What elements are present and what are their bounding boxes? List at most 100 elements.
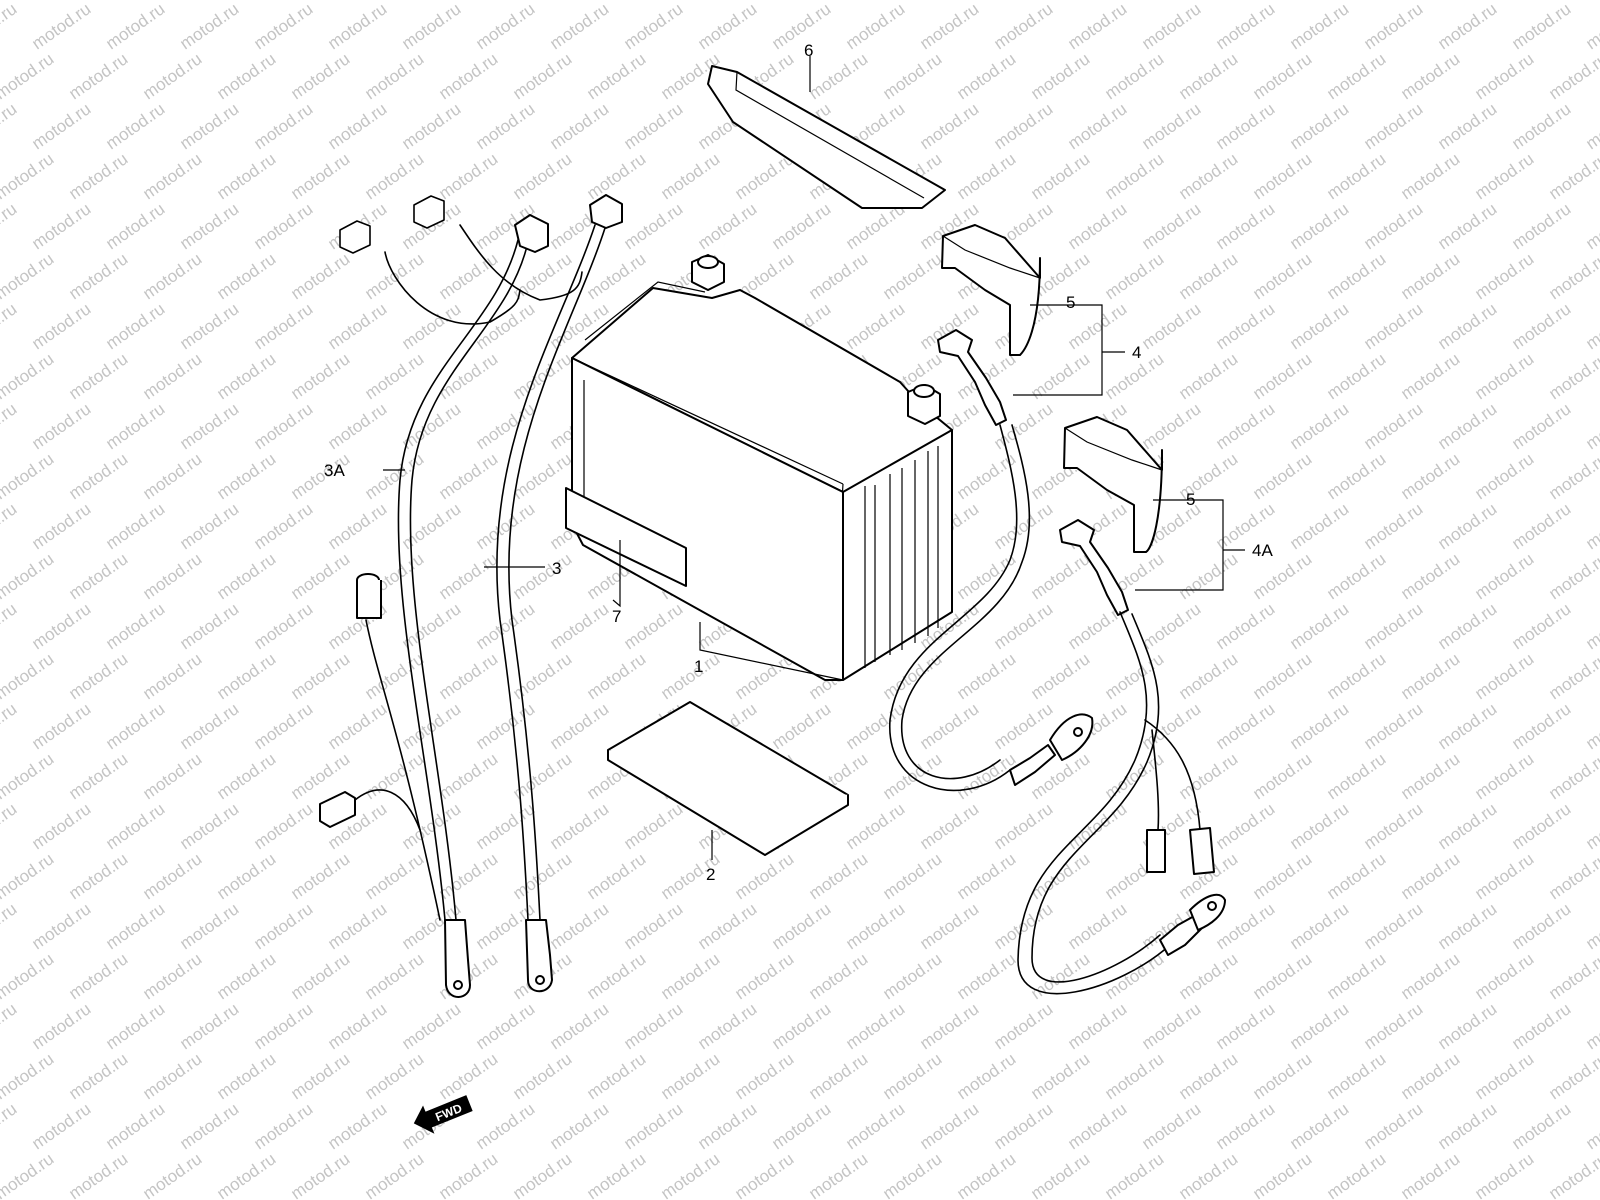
callout-4: 4 <box>1132 343 1141 362</box>
watermark-text: motod.ru <box>1508 399 1574 453</box>
watermark-text: motod.ru <box>139 449 205 503</box>
watermark-text: motod.ru <box>583 49 649 103</box>
watermark-text: motod.ru <box>953 1049 1019 1103</box>
watermark-text: motod.ru <box>102 99 168 153</box>
cable-4[interactable] <box>889 329 1094 792</box>
cable-4a[interactable] <box>1017 519 1226 995</box>
watermark-text: motod.ru <box>250 899 316 953</box>
watermark-text: motod.ru <box>1286 499 1352 553</box>
watermark-text: motod.ru <box>657 0 723 3</box>
watermark-text: motod.ru <box>805 849 871 903</box>
watermark-text: motod.ru <box>1101 249 1167 303</box>
watermark-text: motod.ru <box>1397 849 1463 903</box>
watermark-text: motod.ru <box>1323 949 1389 1003</box>
watermark-text: motod.ru <box>916 99 982 153</box>
watermark-text: motod.ru <box>287 649 353 703</box>
battery[interactable] <box>571 254 953 681</box>
watermark-text: motod.ru <box>472 0 538 53</box>
watermark-text: motod.ru <box>1471 1049 1537 1103</box>
terminal-cap-upper[interactable] <box>941 224 1041 356</box>
watermark-text: motod.ru <box>139 349 205 403</box>
watermark-text: motod.ru <box>546 99 612 153</box>
watermark-text: motod.ru <box>213 1149 279 1200</box>
watermark-text: motod.ru <box>435 349 501 403</box>
watermark-text: motod.ru <box>361 749 427 803</box>
watermark-text: motod.ru <box>139 1049 205 1103</box>
watermark-text: motod.ru <box>1582 999 1600 1053</box>
watermark-text: motod.ru <box>1286 1099 1352 1153</box>
watermark-text: motod.ru <box>1471 349 1537 403</box>
watermark-text: motod.ru <box>213 949 279 1003</box>
watermark-text: motod.ru <box>953 1149 1019 1200</box>
watermark-text: motod.ru <box>65 49 131 103</box>
watermark-text: motod.ru <box>509 1149 575 1200</box>
watermark-text: motod.ru <box>1175 1149 1241 1200</box>
watermark-text: motod.ru <box>1064 999 1130 1053</box>
watermark-text: motod.ru <box>694 999 760 1053</box>
watermark-text: motod.ru <box>1545 49 1600 103</box>
watermark-text: motod.ru <box>28 99 94 153</box>
watermark-text: motod.ru <box>1434 399 1500 453</box>
battery-spacer[interactable] <box>607 701 849 856</box>
battery-band[interactable] <box>707 65 946 209</box>
watermark-text: motod.ru <box>1545 1149 1600 1200</box>
watermark-text: motod.ru <box>287 0 353 3</box>
watermark-text: motod.ru <box>361 349 427 403</box>
watermark-text: motod.ru <box>1582 0 1600 53</box>
watermark-text: motod.ru <box>1027 849 1093 903</box>
watermark-text: motod.ru <box>1175 549 1241 603</box>
watermark-text: motod.ru <box>805 949 871 1003</box>
watermark-text: motod.ru <box>250 999 316 1053</box>
watermark-text: motod.ru <box>1582 199 1600 253</box>
watermark-text: motod.ru <box>1138 199 1204 253</box>
watermark-text: motod.ru <box>768 899 834 953</box>
watermark-text: motod.ru <box>1101 949 1167 1003</box>
watermark-text: motod.ru <box>953 649 1019 703</box>
watermark-text: motod.ru <box>657 149 723 203</box>
watermark-text: motod.ru <box>1323 549 1389 603</box>
watermark-text: motod.ru <box>805 49 871 103</box>
watermark-text: motod.ru <box>213 349 279 403</box>
cable-3a[interactable] <box>319 195 583 998</box>
watermark-text: motod.ru <box>1212 599 1278 653</box>
watermark-text: motod.ru <box>768 999 834 1053</box>
watermark-text: motod.ru <box>1545 449 1600 503</box>
watermark-text: motod.ru <box>879 249 945 303</box>
watermark-text: motod.ru <box>842 899 908 953</box>
watermark-text: motod.ru <box>1286 99 1352 153</box>
watermark-text: motod.ru <box>1323 249 1389 303</box>
watermark-text: motod.ru <box>65 949 131 1003</box>
watermark-text: motod.ru <box>0 249 57 303</box>
watermark-text: motod.ru <box>694 0 760 53</box>
watermark-text: motod.ru <box>1138 0 1204 53</box>
watermark-text: motod.ru <box>879 0 945 3</box>
watermark-text: motod.ru <box>28 899 94 953</box>
watermark-text: motod.ru <box>1249 949 1315 1003</box>
watermark-text: motod.ru <box>1471 449 1537 503</box>
watermark-text: motod.ru <box>1323 349 1389 403</box>
watermark-text: motod.ru <box>768 1099 834 1153</box>
watermark-text: motod.ru <box>1471 249 1537 303</box>
watermark-text: motod.ru <box>1249 149 1315 203</box>
watermark-text: motod.ru <box>546 1099 612 1153</box>
watermark-text: motod.ru <box>842 299 908 353</box>
watermark-text: motod.ru <box>1212 99 1278 153</box>
watermark-text: motod.ru <box>28 399 94 453</box>
watermark-text: motod.ru <box>1397 0 1463 3</box>
watermark-text: motod.ru <box>1545 649 1600 703</box>
cable-3[interactable] <box>496 194 623 993</box>
watermark-text: motod.ru <box>1286 599 1352 653</box>
watermark-text: motod.ru <box>1434 899 1500 953</box>
watermark-text: motod.ru <box>435 1149 501 1200</box>
watermark-text: motod.ru <box>287 49 353 103</box>
watermark-text: motod.ru <box>65 549 131 603</box>
watermark-text: motod.ru <box>139 649 205 703</box>
watermark-text: motod.ru <box>0 199 20 253</box>
watermark-text: motod.ru <box>287 149 353 203</box>
watermark-text: motod.ru <box>1175 149 1241 203</box>
terminal-cap-lower[interactable] <box>1063 416 1163 553</box>
watermark-text: motod.ru <box>0 299 20 353</box>
battery-label[interactable] <box>565 487 687 587</box>
callout-2: 2 <box>706 865 715 884</box>
watermark-text: motod.ru <box>1175 49 1241 103</box>
